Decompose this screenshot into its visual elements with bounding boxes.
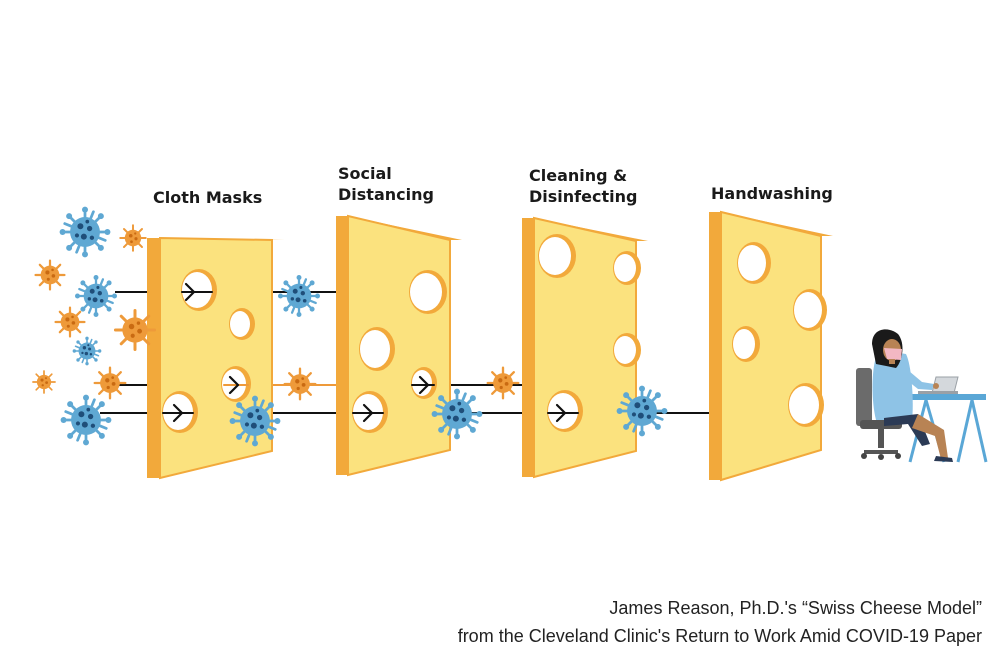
layer-label-social-distancing: Social Distancing xyxy=(338,164,434,204)
arrow-icon xyxy=(228,375,240,395)
caption-line-1: James Reason, Ph.D.'s “Swiss Cheese Mode… xyxy=(609,598,982,618)
cheese-slice-cloth-masks xyxy=(147,236,285,480)
arrow-icon xyxy=(184,282,196,302)
arrow-icon xyxy=(555,403,567,423)
office-worker-icon xyxy=(872,329,953,462)
layer-label-cloth-masks: Cloth Masks xyxy=(153,188,263,207)
cheese-slice-handwashing xyxy=(709,210,833,482)
caption-line-2: from the Cleveland Clinic's Return to Wo… xyxy=(457,626,982,646)
layer-label-handwashing: Handwashing xyxy=(711,184,833,203)
arrow-icon xyxy=(418,375,430,395)
arrows xyxy=(162,282,579,423)
cheese-slice-cleaning-disinfecting xyxy=(522,216,648,479)
cheese-slice-social-distancing xyxy=(336,214,462,477)
office-worker-scene xyxy=(856,329,988,463)
arrow-icon xyxy=(172,403,184,423)
arrow-icon xyxy=(362,403,374,423)
layer-label-cleaning-disinfecting: Cleaning & Disinfecting xyxy=(529,166,638,206)
laptop-icon xyxy=(918,376,959,394)
